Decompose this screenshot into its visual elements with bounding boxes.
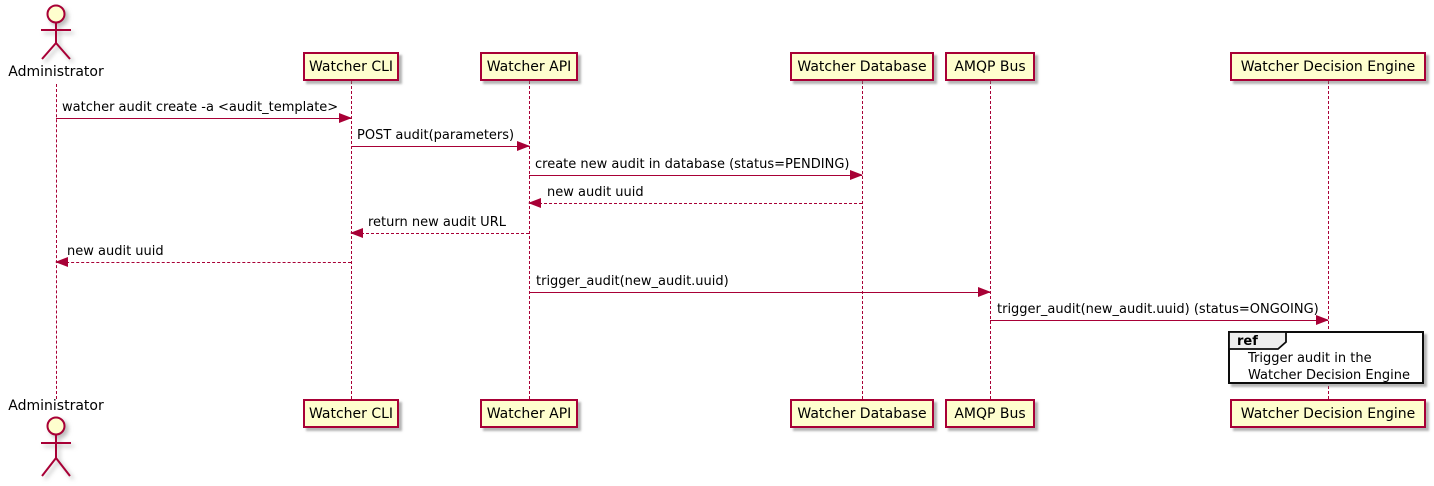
actor-icon (41, 416, 71, 477)
lifeline-watcher-cli (351, 81, 352, 399)
lifeline-watcher-database (862, 81, 863, 399)
actor-icon (41, 4, 71, 60)
lifeline-watcher-api (529, 81, 530, 399)
message-label: POST audit(parameters) (357, 128, 515, 143)
ref-body: Trigger audit in the Watcher Decision En… (1248, 350, 1410, 384)
participant-watcher-decision-engine-top: Watcher Decision Engine (1230, 52, 1426, 81)
arrowhead-left-icon (350, 228, 363, 238)
arrowhead-right-icon (517, 141, 530, 151)
message-line (56, 118, 351, 119)
message-line (56, 262, 351, 263)
message-line (529, 292, 990, 293)
message-label: new audit uuid (547, 185, 644, 200)
lifeline-administrator (56, 84, 57, 399)
participant-watcher-cli-top: Watcher CLI (303, 52, 399, 81)
arrowhead-right-icon (1316, 315, 1329, 325)
participant-amqp-bus-top: AMQP Bus (945, 52, 1035, 81)
message-label: return new audit URL (368, 215, 506, 230)
ref-fragment: ref Trigger audit in the Watcher Decisio… (1228, 331, 1424, 384)
participant-watcher-decision-engine-bottom: Watcher Decision Engine (1230, 399, 1426, 428)
actor-name-top: Administrator (8, 64, 104, 80)
message-label: create new audit in database (status=PEN… (535, 157, 850, 172)
lifeline-amqp-bus (990, 81, 991, 399)
participant-watcher-api-top: Watcher API (480, 52, 578, 81)
participant-watcher-api-bottom: Watcher API (480, 399, 578, 428)
participant-watcher-database-bottom: Watcher Database (790, 399, 934, 428)
message-line (990, 320, 1328, 321)
ref-text-line: Watcher Decision Engine (1248, 368, 1410, 383)
arrowhead-right-icon (850, 170, 863, 180)
message-line (529, 203, 862, 204)
ref-text-line: Trigger audit in the (1248, 351, 1372, 366)
message-label: watcher audit create -a <audit_template> (62, 100, 339, 115)
message-line (529, 175, 862, 176)
arrowhead-right-icon (339, 113, 352, 123)
participant-amqp-bus-bottom: AMQP Bus (945, 399, 1035, 428)
participant-watcher-cli-bottom: Watcher CLI (303, 399, 399, 428)
message-line (351, 233, 529, 234)
arrowhead-left-icon (528, 198, 541, 208)
message-label: trigger_audit(new_audit.uuid) (536, 274, 729, 289)
message-label: new audit uuid (67, 244, 164, 259)
message-label: trigger_audit(new_audit.uuid) (status=ON… (997, 302, 1319, 317)
arrowhead-right-icon (978, 287, 991, 297)
ref-header-pentagon: ref (1228, 331, 1287, 350)
participant-watcher-database-top: Watcher Database (790, 52, 934, 81)
lifeline-watcher-decision-engine (1328, 81, 1329, 399)
message-line (351, 146, 529, 147)
arrowhead-left-icon (55, 257, 68, 267)
ref-keyword: ref (1237, 334, 1258, 349)
actor-name-bottom: Administrator (8, 398, 104, 414)
